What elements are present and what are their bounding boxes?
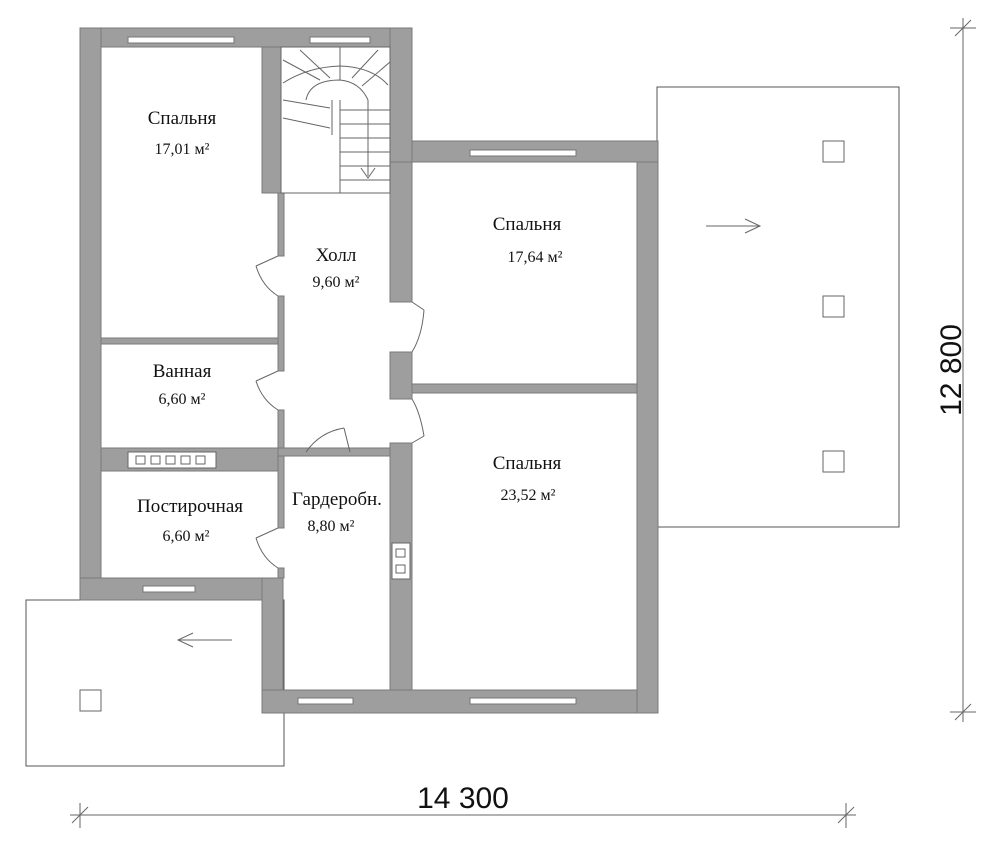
room-name-hall: Холл: [316, 245, 357, 266]
arrow-left-icon: [176, 632, 232, 648]
room-labels: Спальня 17,01 м² Холл 9,60 м² Спальня 17…: [137, 108, 563, 545]
walls: [79, 27, 659, 714]
terrace-post: [822, 140, 845, 163]
room-name-bathroom: Ванная: [153, 361, 212, 382]
room-area-bedroom-top-left: 17,01 м²: [155, 141, 210, 158]
room-name-laundry: Постирочная: [137, 496, 243, 517]
terrace-post: [822, 450, 845, 473]
room-name-bedroom-bottom-right: Спальня: [493, 453, 562, 474]
door: [255, 370, 279, 411]
door: [411, 301, 425, 353]
arrow-right-icon: [706, 218, 762, 234]
terraces: [25, 86, 900, 767]
terrace-post: [79, 689, 102, 712]
doors: [255, 255, 425, 569]
window: [297, 697, 354, 705]
door: [255, 255, 279, 297]
room-area-laundry: 6,60 м²: [163, 528, 210, 545]
room-name-wardrobe: Гардеробн.: [292, 489, 382, 510]
door: [305, 427, 351, 453]
room-area-bathroom: 6,60 м²: [159, 391, 206, 408]
window: [142, 585, 196, 593]
dimension-width: 14 300: [70, 782, 856, 828]
stair-direction-arrow-icon: [360, 167, 376, 179]
room-area-hall: 9,60 м²: [313, 274, 360, 291]
terrace-post: [822, 295, 845, 318]
staircase: [280, 46, 391, 194]
room-name-bedroom-top-right: Спальня: [493, 214, 562, 235]
window: [469, 697, 577, 705]
room-area-wardrobe: 8,80 м²: [308, 518, 355, 535]
ventilation-block: [127, 451, 217, 469]
dimension-height: 12 800: [935, 18, 976, 722]
ventilation-shaft: [391, 542, 411, 580]
left-terrace: [25, 599, 285, 767]
right-terrace: [656, 86, 900, 528]
dimension-height-label: 12 800: [935, 324, 968, 416]
window: [309, 36, 371, 44]
room-area-bedroom-top-right: 17,64 м²: [508, 249, 563, 266]
door: [255, 527, 279, 569]
room-name-bedroom-top-left: Спальня: [148, 108, 217, 129]
windows: [127, 36, 577, 705]
door: [411, 398, 425, 444]
window: [127, 36, 235, 44]
window: [469, 149, 577, 157]
dimension-width-label: 14 300: [417, 782, 509, 815]
room-area-bottom-right: 23,52 м²: [501, 487, 556, 504]
